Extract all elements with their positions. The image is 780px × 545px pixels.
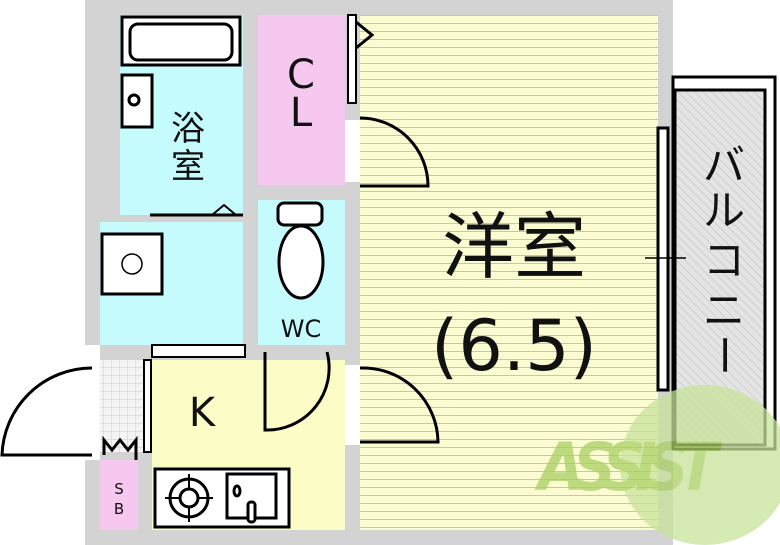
closet-wall	[347, 14, 357, 104]
kitchen-wall-window	[151, 344, 246, 358]
entrance	[100, 360, 145, 452]
kitchen-counter	[153, 467, 291, 529]
sink-icon	[225, 472, 278, 524]
closet-label-2: L	[290, 90, 313, 136]
entrance-wall	[143, 359, 152, 453]
kitchen-label: K	[189, 390, 217, 436]
bath-label: 浴	[171, 109, 205, 149]
assist-watermark-logo: ASSIST	[533, 385, 780, 545]
balcony-char: コ	[703, 236, 745, 285]
door-opening	[345, 120, 360, 182]
bath-door-icon	[211, 203, 237, 216]
balcony-label: バ ル コ ニ ー	[699, 141, 748, 376]
shoe-box-label: S	[114, 480, 124, 498]
balcony-char: バ	[703, 141, 745, 190]
door-opening	[345, 365, 360, 445]
closet-label: C	[287, 52, 315, 98]
watermark-text: ASSIST	[533, 429, 722, 506]
toilet-label: WC	[281, 315, 322, 343]
closet	[258, 15, 345, 185]
toilet-icon	[276, 201, 325, 300]
cl-door	[355, 20, 375, 50]
doors	[0, 20, 440, 460]
bath-label-2: 室	[171, 147, 205, 187]
room-door	[359, 116, 430, 188]
washing-machine-icon	[100, 232, 164, 296]
balcony-window	[656, 126, 670, 392]
stove-icon	[165, 474, 213, 522]
shoe-box-door	[102, 435, 138, 460]
balcony-char: ル	[703, 186, 745, 235]
western-room-size: (6.5)	[431, 305, 597, 387]
western-room	[360, 15, 658, 530]
bathtub-icon	[120, 15, 242, 129]
wc-door	[263, 351, 331, 432]
balcony-char: ニ	[703, 286, 745, 335]
entrance-door	[0, 366, 93, 457]
western-room-label: 洋室	[442, 205, 586, 289]
shoe-box-label-2: B	[114, 500, 124, 518]
entrance-opening	[0, 345, 100, 460]
shoe-box	[100, 460, 138, 530]
balcony	[671, 75, 777, 451]
room-door-lower	[359, 366, 440, 444]
balcony-char: ー	[699, 334, 748, 376]
